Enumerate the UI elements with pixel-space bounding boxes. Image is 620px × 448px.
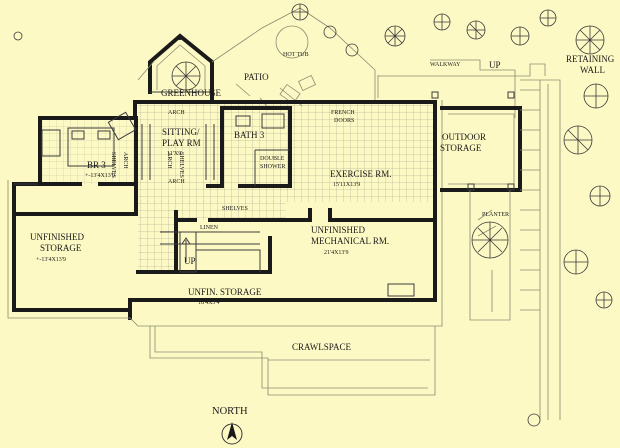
retaining-wall-line2: WALL: [580, 65, 605, 75]
shelves-left-label: SHELVES: [110, 152, 116, 178]
unfinished-storage-dimensions: +-13'4X13'9: [36, 257, 66, 263]
hot-tub-circle: [275, 25, 309, 59]
double-shower-line1: DOUBLE: [260, 156, 285, 162]
north-arrow-icon: [221, 422, 243, 445]
arch-mid-label: ARCH: [166, 152, 172, 169]
exercise-room-dimensions: 15'11X13'9: [333, 182, 360, 188]
crawlspace-label: CRAWLSPACE: [292, 342, 351, 352]
hot-tub-label: HOT TUB: [283, 52, 309, 58]
outdoor-storage-line1: OUTDOOR: [442, 132, 486, 142]
br3-dimensions: +-13'4X13'9: [85, 173, 115, 179]
unfinished-storage-line1: UNFINISHED: [30, 232, 85, 242]
french-doors-line1: FRENCH: [331, 110, 355, 116]
furniture: [41, 111, 415, 297]
patio-label: PATIO: [244, 72, 269, 82]
room-labels: HOT TUB PATIO GREENHOUSE +-11'X8' ARCH S…: [30, 52, 615, 417]
retaining-wall-line1: RETAINING: [566, 54, 615, 64]
mechanical-unit: [387, 283, 415, 297]
walkway-label: WALKWAY: [430, 62, 461, 68]
patio-outline: [137, 7, 376, 111]
house-walls: [7, 90, 443, 327]
unfin-storage-dimensions: 18'4X5'4: [198, 300, 220, 306]
stairs-up-label: UP: [184, 256, 196, 266]
bath-label: BATH 3: [234, 130, 265, 140]
linen-label: LINEN: [200, 225, 219, 231]
exercise-room-label: EXERCISE RM.: [330, 169, 392, 179]
double-shower-line2: SHOWER: [260, 164, 285, 170]
mechanical-room-line1: UNFINISHED: [311, 225, 366, 235]
arch-right-label: ARCH: [168, 179, 185, 185]
unfinished-storage-line2: STORAGE: [40, 243, 82, 253]
sitting-room-label-line1: SITTING/: [162, 127, 200, 137]
br3-label: BR 3: [87, 160, 106, 170]
bed: [67, 127, 115, 167]
greenhouse-structure: [148, 33, 214, 94]
shelves-mid-label: SHELVES: [222, 206, 248, 212]
arch-label-top: ARCH: [168, 110, 185, 116]
sitting-room-dimensions: 11'X9': [167, 151, 182, 157]
outdoor-storage-line2: STORAGE: [440, 143, 482, 153]
north-label: NORTH: [212, 406, 248, 417]
unfin-storage-label: UNFIN. STORAGE: [188, 287, 262, 297]
greenhouse-label: GREENHOUSE: [161, 88, 222, 98]
landscape-trees: [13, 3, 613, 427]
greenhouse-dimensions: +-11'X8': [166, 100, 187, 106]
stairs: [179, 231, 197, 273]
mechanical-room-line2: MECHANICAL RM.: [311, 236, 389, 246]
sitting-room-label-line2: PLAY RM: [162, 138, 201, 148]
mechanical-room-dimensions: 21'4X13'9: [324, 250, 349, 256]
outdoor-structures: [377, 59, 561, 420]
walkway-up-label: UP: [489, 60, 501, 70]
french-doors-line2: DOORS: [334, 118, 354, 124]
arch-left-label: ARCH: [122, 152, 128, 169]
crawlspace-outline: [149, 326, 436, 396]
planter-label: PLANTER: [482, 212, 509, 218]
shelves-right-label: SHELVES: [178, 152, 184, 178]
